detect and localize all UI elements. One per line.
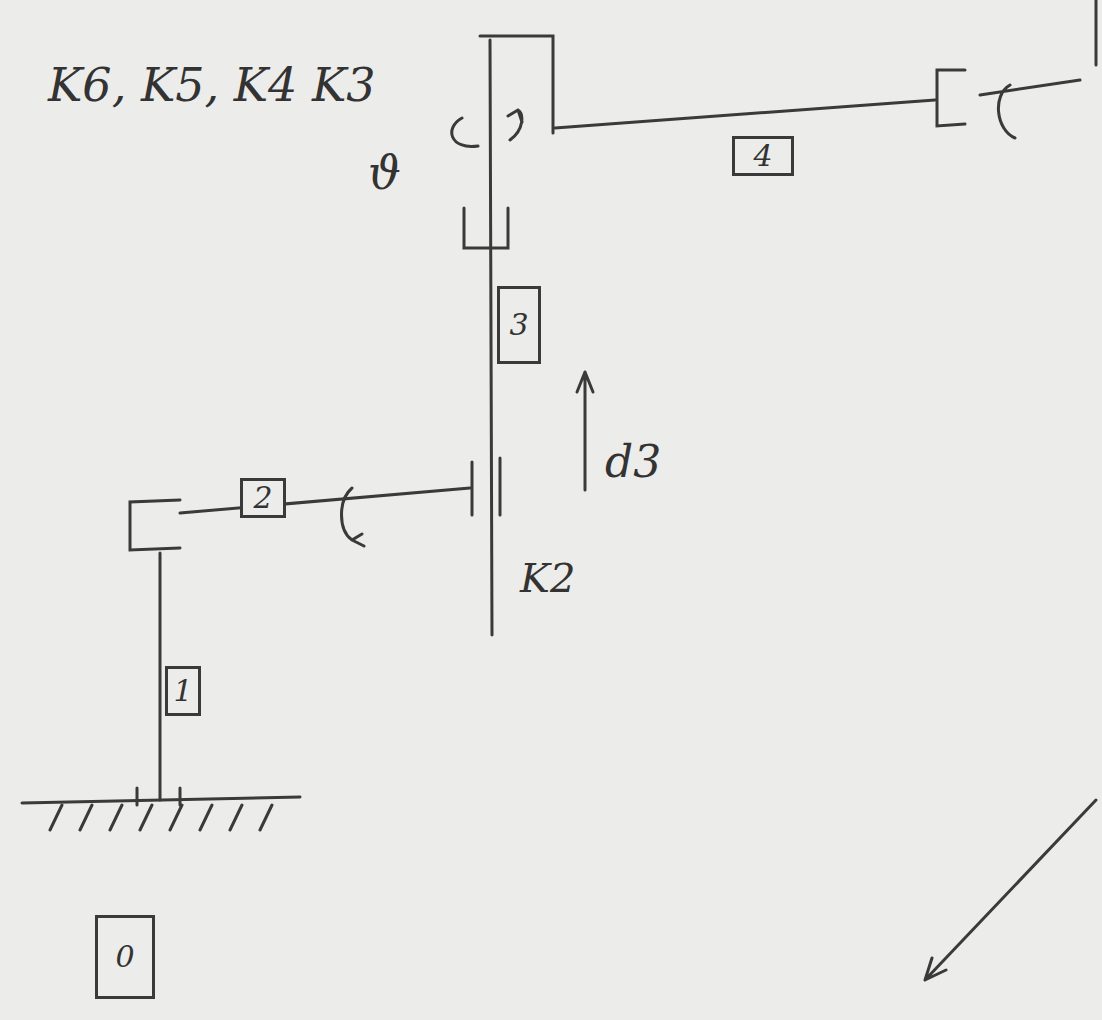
- wrist-housing: [480, 36, 553, 133]
- part-number: 1: [173, 676, 192, 706]
- edge-line: [1095, 0, 1098, 65]
- revolute-joint: [130, 500, 180, 550]
- displacement-label: d3: [605, 440, 661, 484]
- axis-arrow: [925, 800, 1096, 980]
- part-number: 2: [253, 483, 272, 513]
- joint-labels: K6, K5, K4 K3: [48, 62, 376, 108]
- link-4: [555, 100, 935, 128]
- link-3: [490, 40, 492, 635]
- part-number-box: 2: [240, 478, 286, 518]
- revolute-joint: [937, 70, 965, 126]
- link-1: [159, 553, 162, 800]
- part-number-box: 3: [497, 286, 541, 364]
- joint-cup: [464, 208, 508, 248]
- rotation-arrow: [342, 488, 365, 546]
- joint-label: K2: [520, 558, 575, 598]
- part-number-box: 0: [95, 915, 155, 999]
- part-number-box: 4: [732, 136, 794, 176]
- rotation-arrow: [452, 110, 522, 146]
- ground-hatch: [50, 805, 272, 830]
- link-2: [180, 488, 470, 513]
- angle-symbol: ϑ: [368, 150, 401, 196]
- end-rotation: [980, 80, 1080, 138]
- part-number: 3: [509, 310, 528, 340]
- d3-arrow: [577, 372, 593, 490]
- prismatic-guide: [472, 458, 500, 515]
- part-number-box: 1: [165, 666, 201, 716]
- part-number: 0: [115, 942, 134, 972]
- part-number: 4: [753, 141, 772, 171]
